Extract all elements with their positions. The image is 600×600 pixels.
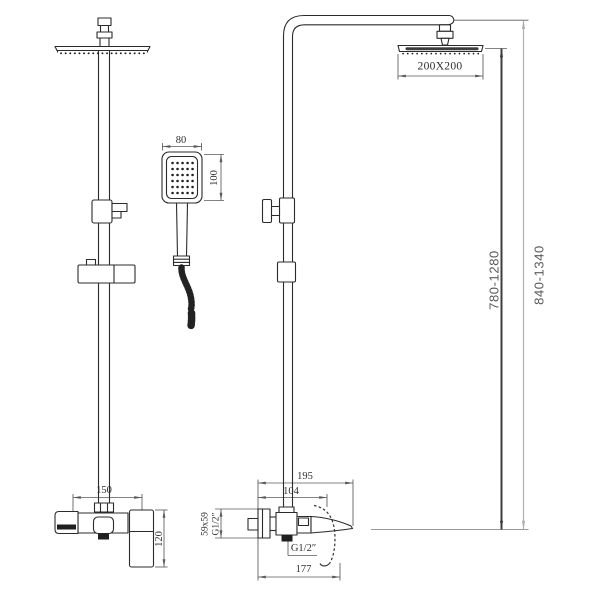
mixer-faucet-front	[54, 502, 155, 568]
dim-pipe-height-range: 780-1280	[486, 250, 501, 310]
hand-shower-detail	[161, 151, 203, 330]
dim-depth-body: 104	[283, 485, 299, 497]
front-view	[54, 17, 155, 568]
dim-handle-depth: 177	[295, 563, 312, 575]
dim-rain-head-size: 200X200	[417, 60, 463, 73]
soap-dish-bracket-front	[77, 258, 136, 284]
slider-bracket-side	[261, 197, 296, 224]
dim-total-height-range: 840-1340	[531, 245, 546, 305]
slider-bracket-front	[91, 199, 128, 224]
dimension-lines	[72, 19, 529, 581]
mixer-faucet-side	[247, 504, 354, 567]
dim-faucet-width: 150	[96, 484, 112, 496]
dim-escutcheon-size: 59x59	[200, 512, 211, 536]
rain-head-connector-side	[436, 24, 454, 46]
hand-shower-handle	[172, 202, 191, 267]
dim-depth-total: 195	[297, 470, 313, 482]
dim-inlet-thread: G1/2″	[210, 512, 221, 536]
top-fitting-front	[96, 17, 113, 47]
dim-handle-height: 120	[153, 530, 165, 547]
shower-hose	[178, 264, 196, 330]
rain-shower-head-front	[54, 45, 151, 55]
hand-shower-head	[161, 151, 203, 204]
dim-hand-shower-width: 80	[175, 134, 187, 146]
dim-hand-shower-height: 100	[208, 169, 220, 186]
side-view	[247, 14, 484, 567]
handle-phantom-outline	[313, 504, 336, 564]
lower-bracket-side	[276, 261, 297, 283]
dim-outlet-thread: G1/2″	[290, 542, 317, 554]
rain-shower-head-side	[397, 44, 484, 55]
